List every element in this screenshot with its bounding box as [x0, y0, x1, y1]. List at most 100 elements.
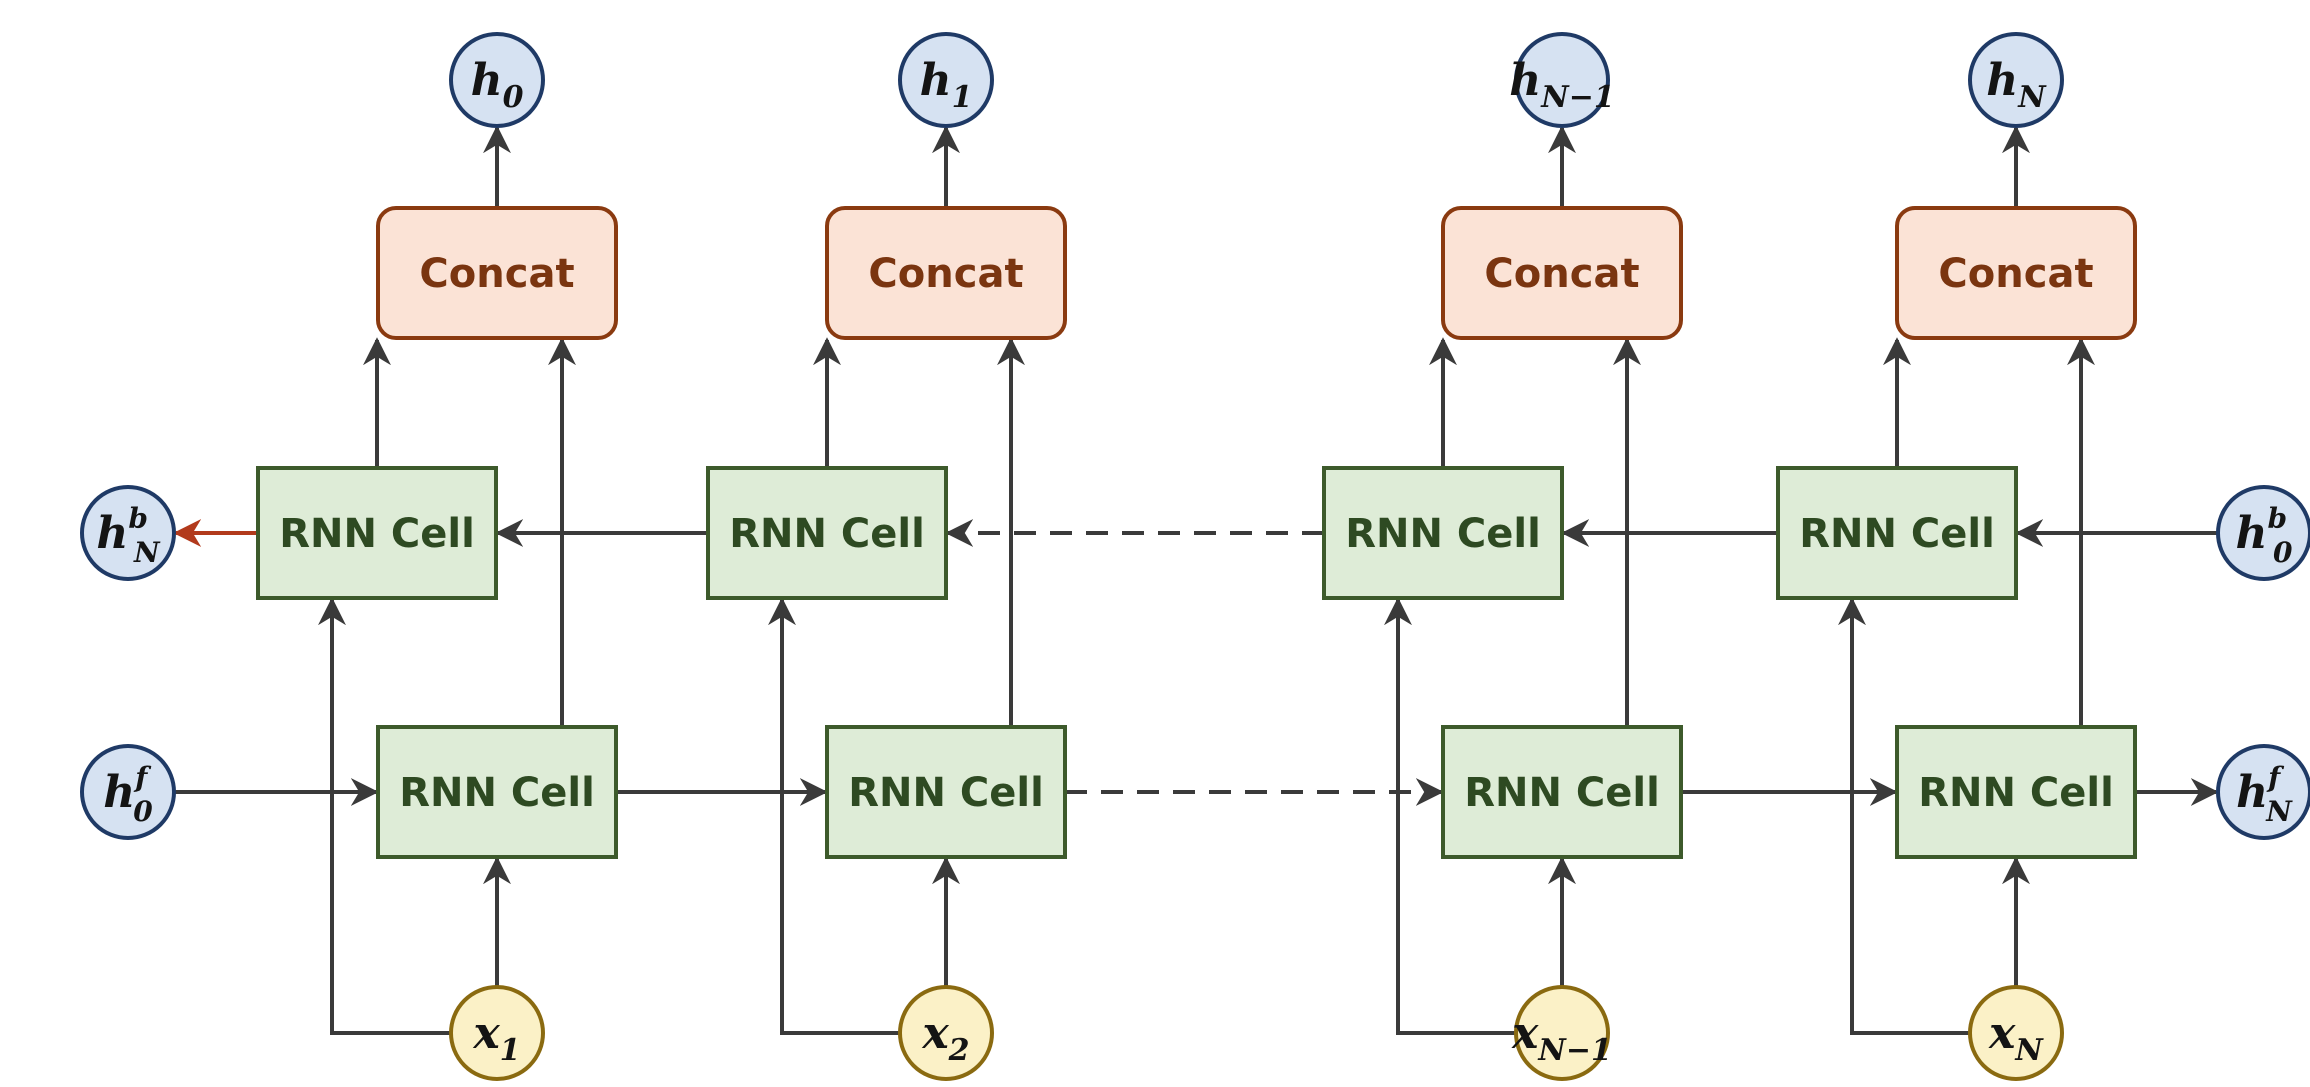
output-node-2-label-base: h	[1509, 55, 1541, 106]
connection-layer	[173, 125, 2219, 1035]
concat-box-3-shape	[1895, 206, 2137, 340]
forward-rnn-cell-2-shape	[1441, 725, 1683, 859]
backward-rnn-cell-0-shape	[256, 466, 498, 600]
output-node-3-label-sub: N	[2017, 80, 2047, 115]
backward-rnn-cell-2-label: RNN Cell	[1345, 511, 1541, 557]
backward-rnn-cell-3-label: RNN Cell	[1799, 511, 1995, 557]
input-node-0-label-base: x	[472, 1008, 500, 1059]
input-node-3-label: xN	[1988, 1008, 2044, 1068]
input-to-backward-arrow-3	[1838, 597, 1970, 1035]
forward-rnn-cell-3-label: RNN Cell	[1918, 770, 2114, 816]
forward-final-state-label-sub: N	[2265, 795, 2293, 828]
output-node-3: hN	[1968, 32, 2064, 128]
output-node-0-label-base: h	[471, 55, 503, 106]
input-to-backward-arrow-1	[768, 597, 900, 1035]
backward-final-state-label-base: h	[96, 508, 128, 559]
backward-initial-state-label-sup: b	[2267, 502, 2287, 535]
input-node-2: xN−1	[1511, 985, 1612, 1081]
output-node-0-label: h0	[471, 55, 524, 115]
output-node-3-shape	[1968, 32, 2064, 128]
output-node-3-label: hN	[1986, 55, 2047, 115]
output-node-3-label-base: h	[1986, 55, 2018, 106]
input-node-3-label-base: x	[1988, 1008, 2016, 1059]
output-node-0: h0	[449, 32, 545, 128]
output-node-1: h1	[898, 32, 994, 128]
input-node-3-shape	[1968, 985, 2064, 1081]
output-node-2: hN−1	[1509, 32, 1615, 128]
input-node-3-label-sub: N	[2014, 1033, 2044, 1068]
backward-rnn-cell-3-shape	[1776, 466, 2018, 600]
input-node-1-label: x2	[921, 1008, 969, 1068]
input-node-1-label-base: x	[921, 1008, 949, 1059]
input-node-2-shape	[1514, 985, 1610, 1081]
forward-initial-state-shape	[80, 744, 176, 840]
concat-box-3: Concat	[1895, 206, 2137, 340]
forward-rnn-cell-1: RNN Cell	[825, 725, 1067, 859]
output-node-1-label: h1	[920, 55, 973, 115]
forward-final-state-shape	[2216, 744, 2310, 840]
input-node-2-label-base: x	[1511, 1008, 1539, 1059]
input-to-backward-arrow-2	[1384, 597, 1516, 1035]
input-node-2-label-sub: N−1	[1537, 1033, 1611, 1068]
backward-rnn-cell-1-label: RNN Cell	[729, 511, 925, 557]
backward-final-state-label-sup: b	[128, 502, 148, 535]
backward-rnn-cell-0-label: RNN Cell	[279, 511, 475, 557]
concat-box-1: Concat	[825, 206, 1067, 340]
backward-final-state-shape	[80, 485, 176, 581]
concat-box-2-shape	[1441, 206, 1683, 340]
concat-box-0-label: Concat	[419, 251, 574, 297]
backward-initial-state-label-base: h	[2235, 508, 2267, 559]
input-node-1-label-sub: 2	[948, 1033, 970, 1068]
output-node-1-label-sub: 1	[952, 80, 973, 115]
input-to-backward-arrow-0	[318, 597, 451, 1035]
forward-initial-state-label-sub: 0	[133, 795, 153, 828]
forward-rnn-cell-3-shape	[1895, 725, 2137, 859]
backward-rnn-cell-2: RNN Cell	[1322, 466, 1564, 600]
backward-rnn-cell-2-shape	[1322, 466, 1564, 600]
backward-initial-state-shape	[2216, 485, 2310, 581]
output-node-1-label-base: h	[920, 55, 952, 106]
forward-rnn-cell-1-label: RNN Cell	[848, 770, 1044, 816]
concat-box-2-label: Concat	[1484, 251, 1639, 297]
output-node-2-label-sub: N−1	[1540, 80, 1614, 115]
input-node-0-shape	[449, 985, 545, 1081]
backward-rnn-cell-3: RNN Cell	[1776, 466, 2018, 600]
backward-rnn-cell-1-shape	[706, 466, 948, 600]
output-node-2-label: hN−1	[1509, 55, 1614, 115]
forward-final-state-label-base: h	[2236, 767, 2268, 818]
forward-initial-state-label-base: h	[103, 767, 135, 818]
backward-initial-state-label-sub: 0	[2273, 536, 2293, 569]
output-node-2-shape	[1514, 32, 1610, 128]
forward-rnn-cell-0-label: RNN Cell	[399, 770, 595, 816]
concat-box-2: Concat	[1441, 206, 1683, 340]
input-node-1-shape	[898, 985, 994, 1081]
forward-rnn-cell-3: RNN Cell	[1895, 725, 2137, 859]
input-node-3: xN	[1968, 985, 2064, 1081]
forward-rnn-cell-2: RNN Cell	[1441, 725, 1683, 859]
backward-rnn-cell-0: RNN Cell	[256, 466, 498, 600]
concat-box-0-shape	[376, 206, 618, 340]
input-node-0-label: x1	[472, 1008, 520, 1068]
backward-rnn-cell-1: RNN Cell	[706, 466, 948, 600]
concat-box-1-label: Concat	[868, 251, 1023, 297]
output-node-0-label-sub: 0	[503, 80, 524, 115]
output-node-1-shape	[898, 32, 994, 128]
input-node-1: x2	[898, 985, 994, 1081]
output-node-0-shape	[449, 32, 545, 128]
concat-box-1-shape	[825, 206, 1067, 340]
concat-box-0: Concat	[376, 206, 618, 340]
input-node-0: x1	[449, 985, 545, 1081]
input-node-2-label: xN−1	[1511, 1008, 1612, 1068]
forward-rnn-cell-1-shape	[825, 725, 1067, 859]
forward-rnn-cell-0: RNN Cell	[376, 725, 618, 859]
